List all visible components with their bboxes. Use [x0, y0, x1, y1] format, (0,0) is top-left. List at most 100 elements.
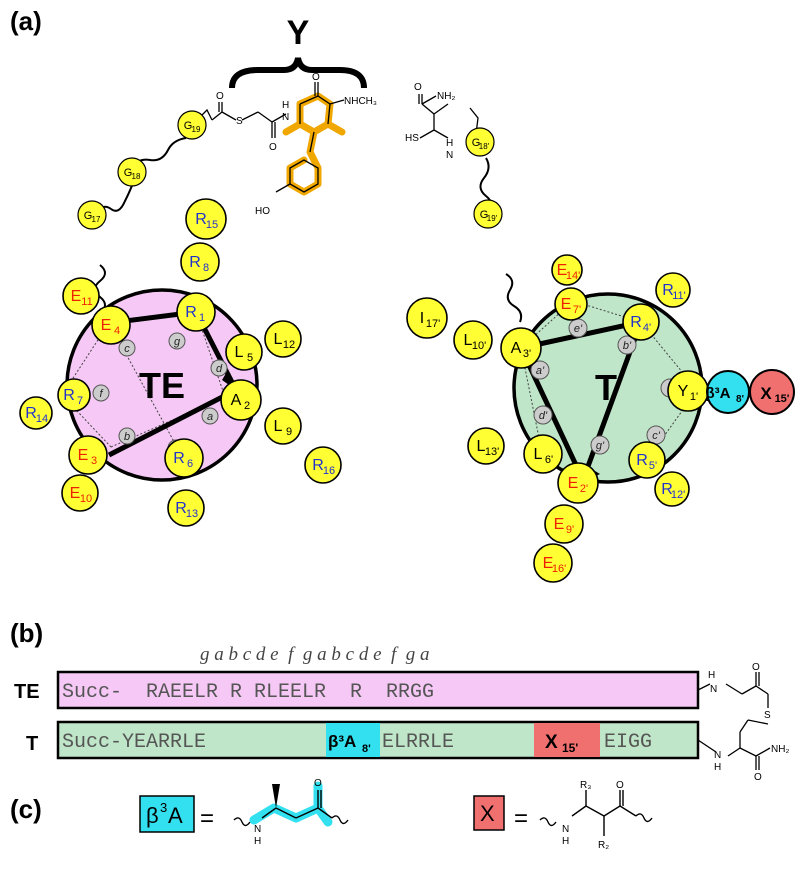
right-linker-residues: G18'G19': [465, 127, 503, 229]
svg-text:N: N: [254, 824, 261, 835]
residue-label-E4: E: [101, 317, 112, 334]
residue-sub-R16: 16: [323, 465, 335, 477]
residue-label-R5p: R: [636, 452, 648, 469]
panel-label-b: (b): [10, 618, 43, 648]
residue-label-G17: G: [84, 210, 93, 222]
svg-text:=: =: [200, 805, 214, 832]
linker-right-wave-1: [505, 273, 523, 323]
residue-sub-R6: 6: [187, 458, 193, 470]
svg-text:g: g: [174, 336, 181, 348]
amide-o-1: O: [269, 142, 277, 153]
crosslink-n-2: N: [714, 750, 721, 761]
residue-label-L6p: L: [534, 446, 543, 463]
residue-sub-R14: 14: [36, 413, 48, 425]
cys-amide-structure: O NH₂ HS H N: [405, 82, 455, 161]
residue-label-I17p: I: [420, 310, 424, 327]
seq-t-x-highlight: [534, 723, 600, 757]
svg-text:X: X: [480, 801, 495, 826]
svg-text:15': 15': [775, 393, 790, 405]
residue-sub-E16p: 16': [552, 563, 566, 575]
svg-text:=: =: [514, 805, 528, 832]
residue-sub-R1: 1: [199, 312, 205, 324]
pos-bubble-right-e: e': [568, 318, 588, 338]
svg-text:c: c: [124, 343, 130, 355]
thioester-s: S: [236, 116, 243, 127]
residue-sub-E9p: 9': [566, 524, 574, 536]
crosslink-o-2: O: [754, 772, 762, 783]
residue-sub-L10p: 10': [472, 340, 486, 352]
seq-te-box: [56, 670, 700, 710]
residue-sub-E7p: 7': [573, 304, 581, 316]
seq-te-text: Succ- RAEELR R RLEELR R RRGG: [62, 681, 434, 704]
svg-text:c': c': [652, 430, 661, 442]
residue-sub-L13p: 13': [485, 446, 499, 458]
residue-sub-G18p: 18': [479, 142, 490, 151]
cys-o: O: [414, 82, 422, 93]
pos-bubble-right-a: a': [530, 360, 550, 380]
residue-label-R11p: R: [662, 282, 674, 299]
pos-bubble-right-g: g': [590, 435, 610, 455]
cys-hs: HS: [405, 133, 419, 144]
svg-text:N: N: [562, 824, 569, 835]
phenol-ho: HO: [255, 206, 270, 217]
residue-sub-E4: 4: [114, 325, 120, 337]
residue-label-E10: E: [70, 485, 81, 502]
seq-t-beta: β³A: [328, 732, 356, 751]
helix-right-label: T: [595, 367, 617, 408]
residue-label-E2p: E: [568, 475, 579, 492]
residue-sub-G17: 17: [92, 215, 101, 224]
residue-label-A2: A: [231, 392, 242, 409]
pos-bubble-right-d: d': [533, 405, 553, 425]
residue-sub-L5: 5: [247, 352, 253, 364]
amide-n-label: N: [282, 112, 289, 123]
thioester-o: O: [216, 91, 224, 102]
residue-R12p: R12': [654, 471, 690, 507]
residue-label-Y1p: Y: [678, 383, 689, 400]
residue-sub-R15: 15: [206, 219, 218, 231]
svg-text:X: X: [760, 384, 772, 403]
svg-text:g': g': [596, 440, 605, 452]
residue-label-L13p: L: [477, 438, 486, 455]
curly-brace: [229, 57, 367, 89]
legend-x: X = N H R₃ R₂ O: [473, 780, 653, 851]
residue-sub-E14p: 14': [566, 270, 580, 282]
svg-text:A: A: [168, 803, 183, 828]
svg-text:O: O: [616, 780, 624, 791]
residue-label-A3p: A: [511, 340, 522, 357]
seq-t-text-2: ELRRLE: [382, 731, 454, 754]
brace-label: Y: [287, 14, 310, 52]
svg-text:R₂: R₂: [598, 840, 609, 851]
panel-label-c: (c): [10, 794, 42, 824]
amide-nh-label: H: [282, 100, 289, 111]
svg-text:β³A: β³A: [706, 385, 731, 402]
residue-G19p: G19': [473, 199, 503, 229]
crosslink-nh2: NH₂: [771, 744, 789, 755]
residue-label-G19: G: [184, 120, 193, 132]
residue-sub-R12p: 12': [671, 489, 685, 501]
legend-beta3a: β 3 A = N H O: [139, 778, 349, 847]
pos-bubble-left-d: d: [210, 359, 228, 377]
amide-o-2: O: [312, 72, 320, 83]
residue-sub-A3p: 3': [523, 348, 531, 360]
residue-label-L5: L: [235, 344, 244, 361]
crosslink-structure: H N O S N H O NH₂: [697, 662, 789, 783]
residue-label-R16: R: [312, 457, 324, 474]
